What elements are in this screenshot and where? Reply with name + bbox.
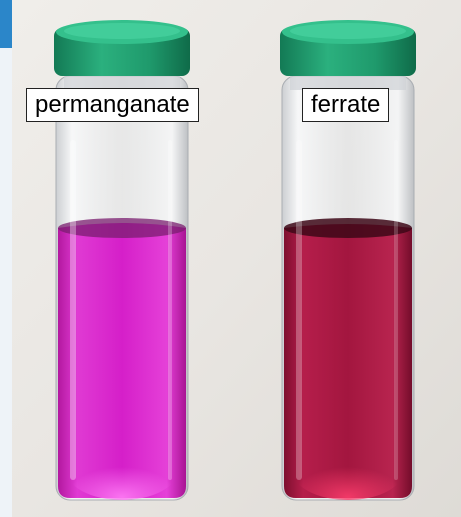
- left-edge-strip: [0, 0, 12, 517]
- ferrate-label: ferrate: [302, 88, 390, 122]
- permanganate-vial: [54, 20, 190, 501]
- ferrate-vial: [280, 20, 416, 501]
- ferrate-solution: [284, 224, 412, 498]
- vials-photo: [12, 0, 461, 517]
- permanganate-label: permanganate: [26, 88, 199, 122]
- permanganate-solution: [58, 223, 186, 498]
